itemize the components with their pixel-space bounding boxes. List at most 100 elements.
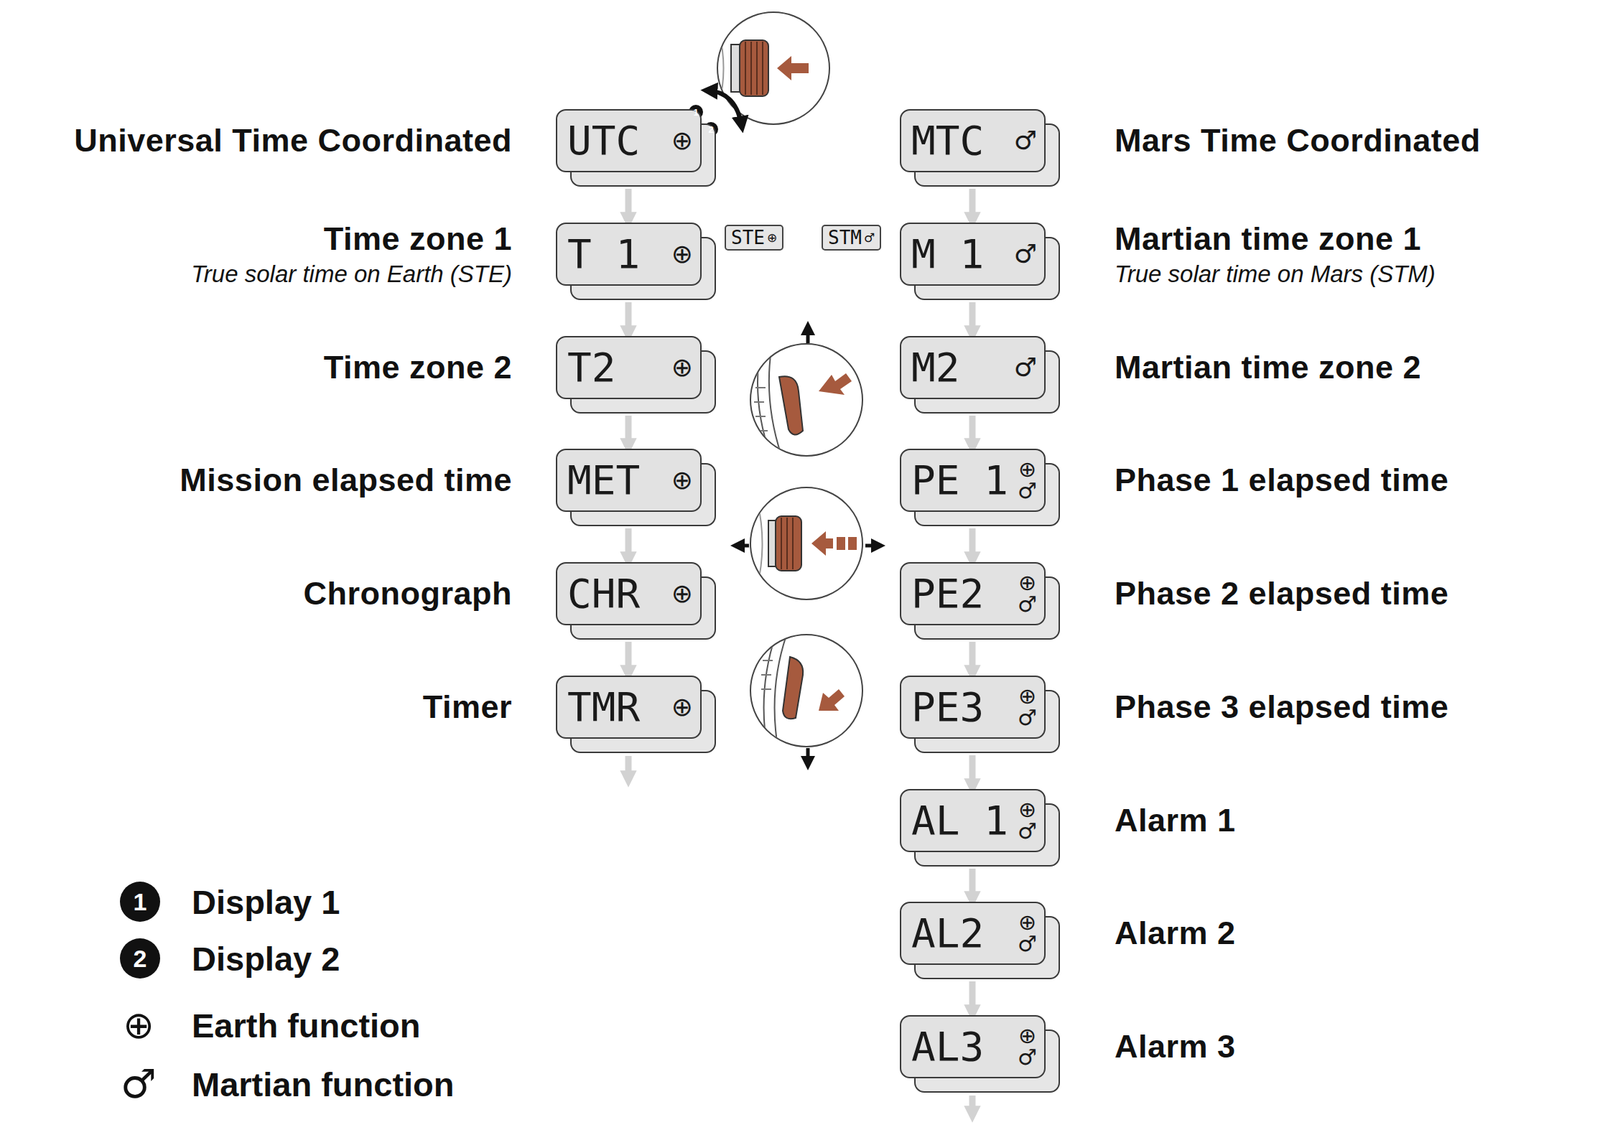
planet-symbol: ⊕ [671,127,693,154]
callout-number: 1 [692,107,699,118]
planet-symbol: ♂ [1017,707,1037,729]
function-label-group: Mission elapsed time [179,448,513,513]
display-face: TMR⊕ [555,675,702,739]
flow-arrow [969,981,976,1014]
function-label-group: Alarm 3 [1114,1015,1236,1079]
lcd-display-box: M2♂Martian time zone 2 [899,336,1060,414]
function-name: Phase 3 elapsed time [1114,688,1449,727]
display-code: M 1 [911,224,984,284]
display-code: PE3 [911,677,984,737]
display-code: UTC [567,110,640,171]
planet-symbol: ♂ [1017,480,1037,502]
flow-arrow [625,528,632,561]
badge-code: STM [828,226,862,249]
display-face: CHR ⊕ [555,562,702,626]
planet-symbol: ⊕ [1018,912,1037,934]
legend-symbol: ⊕ [122,1006,155,1045]
symbol-stack: ⊕♂ [1017,563,1037,624]
function-name: Mars Time Coordinated [1114,122,1481,160]
display-code: PE 1 [911,450,1009,510]
planet-symbol: ⊕ [1018,799,1037,821]
display-code: AL3 [911,1016,984,1077]
function-label-group: Chronograph [303,562,513,626]
function-label-group: Phase 1 elapsed time [1114,448,1449,513]
function-name: Universal Time Coordinated [73,122,513,160]
function-label-group: Mars Time Coordinated [1114,109,1481,173]
flow-arrow [625,642,632,674]
symbol-stack: ⊕ [671,563,693,624]
display-face: M2♂ [899,336,1046,400]
legend-text: Martian function [191,1064,455,1105]
lcd-display-box: UTC⊕Universal Time Coordinated [555,109,716,187]
function-label-group: Timer [422,675,513,739]
flow-arrow [969,302,976,334]
planet-symbol: ♂ [1014,127,1037,154]
badge-code: STE [731,226,765,249]
display-code: PE2 [911,563,984,624]
function-label-group: Alarm 2 [1114,901,1236,966]
symbol-stack: ⊕♂ [1017,903,1037,964]
function-name: Time zone 1 [323,220,513,258]
lcd-display-box: PE2⊕♂Phase 2 elapsed time [899,562,1060,640]
mode-badge: STM♂ [821,224,882,251]
display-code: AL2 [911,903,984,964]
callout-number: 2 [133,946,148,971]
function-name: Phase 1 elapsed time [1114,461,1449,500]
legend-text: Display 2 [191,939,340,979]
lcd-display-box: AL3⊕♂Alarm 3 [899,1015,1060,1093]
function-name: Alarm 3 [1114,1028,1236,1066]
lcd-display-box: TMR⊕Timer [555,675,716,754]
flow-arrow [625,415,632,447]
display-face: PE2 ⊕♂ [899,562,1046,626]
lcd-display-box: T 1⊕Time zone 1True solar time on Earth … [555,222,716,301]
planet-symbol: ⊕ [671,694,693,721]
function-name: Time zone 2 [323,349,513,387]
callout-number: 2 [708,124,714,135]
function-note: True solar time on Mars (STM) [1114,260,1436,288]
symbol-stack: ⊕♂ [1017,450,1037,510]
flow-arrow [969,642,976,674]
function-name: Martian time zone 2 [1114,349,1422,387]
planet-symbol: ♂ [1017,593,1037,616]
planet-symbol: ⊕ [766,230,778,245]
display-face: M 1♂ [899,222,1046,286]
symbol-stack: ⊕ [671,337,693,398]
function-label-group: Martian time zone 2 [1114,336,1422,400]
function-label-group: Alarm 1 [1114,789,1236,853]
symbol-stack: ⊕♂ [1017,677,1037,737]
flow-arrow [969,868,976,900]
function-label-group: Time zone 1True solar time on Earth (STE… [191,222,513,286]
callout-number: 1 [133,889,148,915]
display-face: T2 ⊕ [555,336,702,400]
display-face: T 1⊕ [555,222,702,286]
function-name: Alarm 2 [1114,914,1236,953]
display-code: MET [567,450,640,510]
lcd-display-box: AL 1⊕♂Alarm 1 [899,789,1060,867]
flow-arrow [969,755,976,788]
symbol-stack: ♂ [1014,337,1037,398]
function-label-group: Universal Time Coordinated [73,109,513,173]
symbol-stack: ⊕ [671,450,693,510]
lcd-display-box: MTC♂Mars Time Coordinated [899,109,1060,187]
display-code: CHR [567,563,640,624]
legend-text: Earth function [191,1006,421,1046]
function-name: Mission elapsed time [179,461,513,500]
legend-symbol: ♂ [120,1064,157,1105]
planet-symbol: ⊕ [1018,458,1037,481]
symbol-stack: ♂ [1014,110,1037,171]
flow-arrow [969,415,976,447]
planet-symbol: ⊕ [1018,685,1037,708]
function-name: Timer [422,688,513,727]
display-code: AL 1 [911,790,1009,851]
function-name: Alarm 1 [1114,802,1236,840]
lcd-display-box: CHR⊕Chronograph [555,562,716,640]
function-label-group: Phase 2 elapsed time [1114,562,1449,626]
planet-symbol: ⊕ [671,467,693,494]
symbol-stack: ⊕♂ [1017,790,1037,851]
flow-arrow [969,528,976,561]
flow-arrow [625,188,632,221]
planet-symbol: ♂ [1017,933,1037,956]
flow-arrow [969,188,976,221]
display-code: T2 [567,337,616,398]
symbol-stack: ⊕ [671,677,693,737]
